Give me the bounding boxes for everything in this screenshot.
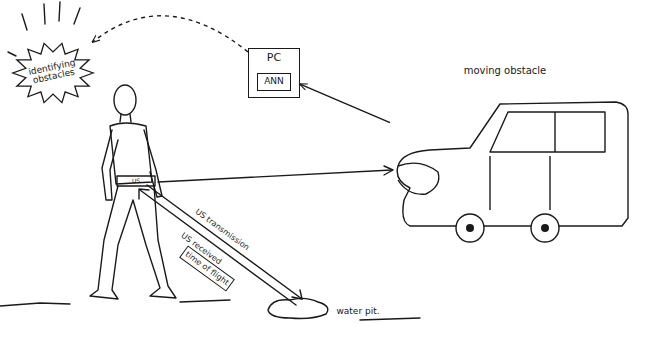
car-body (397, 102, 628, 226)
person-head (114, 85, 136, 115)
car-wheel (531, 214, 559, 242)
starburst-outline (13, 43, 93, 102)
starburst-callout: identifying obstacles (12, 42, 94, 104)
car-window (490, 112, 605, 152)
water-pit (268, 298, 328, 318)
car-shape (390, 100, 635, 250)
car-door (490, 156, 550, 210)
car-wheel (456, 214, 484, 242)
car-hub (466, 224, 474, 232)
car-nose (398, 163, 439, 194)
arrow-head (384, 166, 393, 175)
pc-box: PC ANN (248, 48, 300, 98)
connector (92, 16, 248, 52)
node-text: ANN (258, 77, 290, 86)
arrow-head (139, 189, 302, 299)
label-text: US (132, 178, 140, 184)
ground-line (0, 300, 420, 320)
person-arm (102, 130, 118, 200)
label-text: water pit. (336, 307, 379, 316)
sensor-line (158, 170, 392, 182)
connector (300, 84, 390, 122)
node-text: moving obstacle (450, 66, 560, 77)
car-obstacle: moving obstacle (390, 100, 635, 250)
node-text: PC (249, 52, 299, 64)
person-belt (117, 176, 155, 186)
person-neck (120, 114, 131, 122)
car-hub (541, 224, 549, 232)
ultrasound-lines (140, 185, 302, 305)
ann-box: ANN (257, 73, 291, 91)
person-torso (110, 123, 152, 184)
person-arm (144, 130, 162, 197)
person-legs (90, 186, 176, 299)
